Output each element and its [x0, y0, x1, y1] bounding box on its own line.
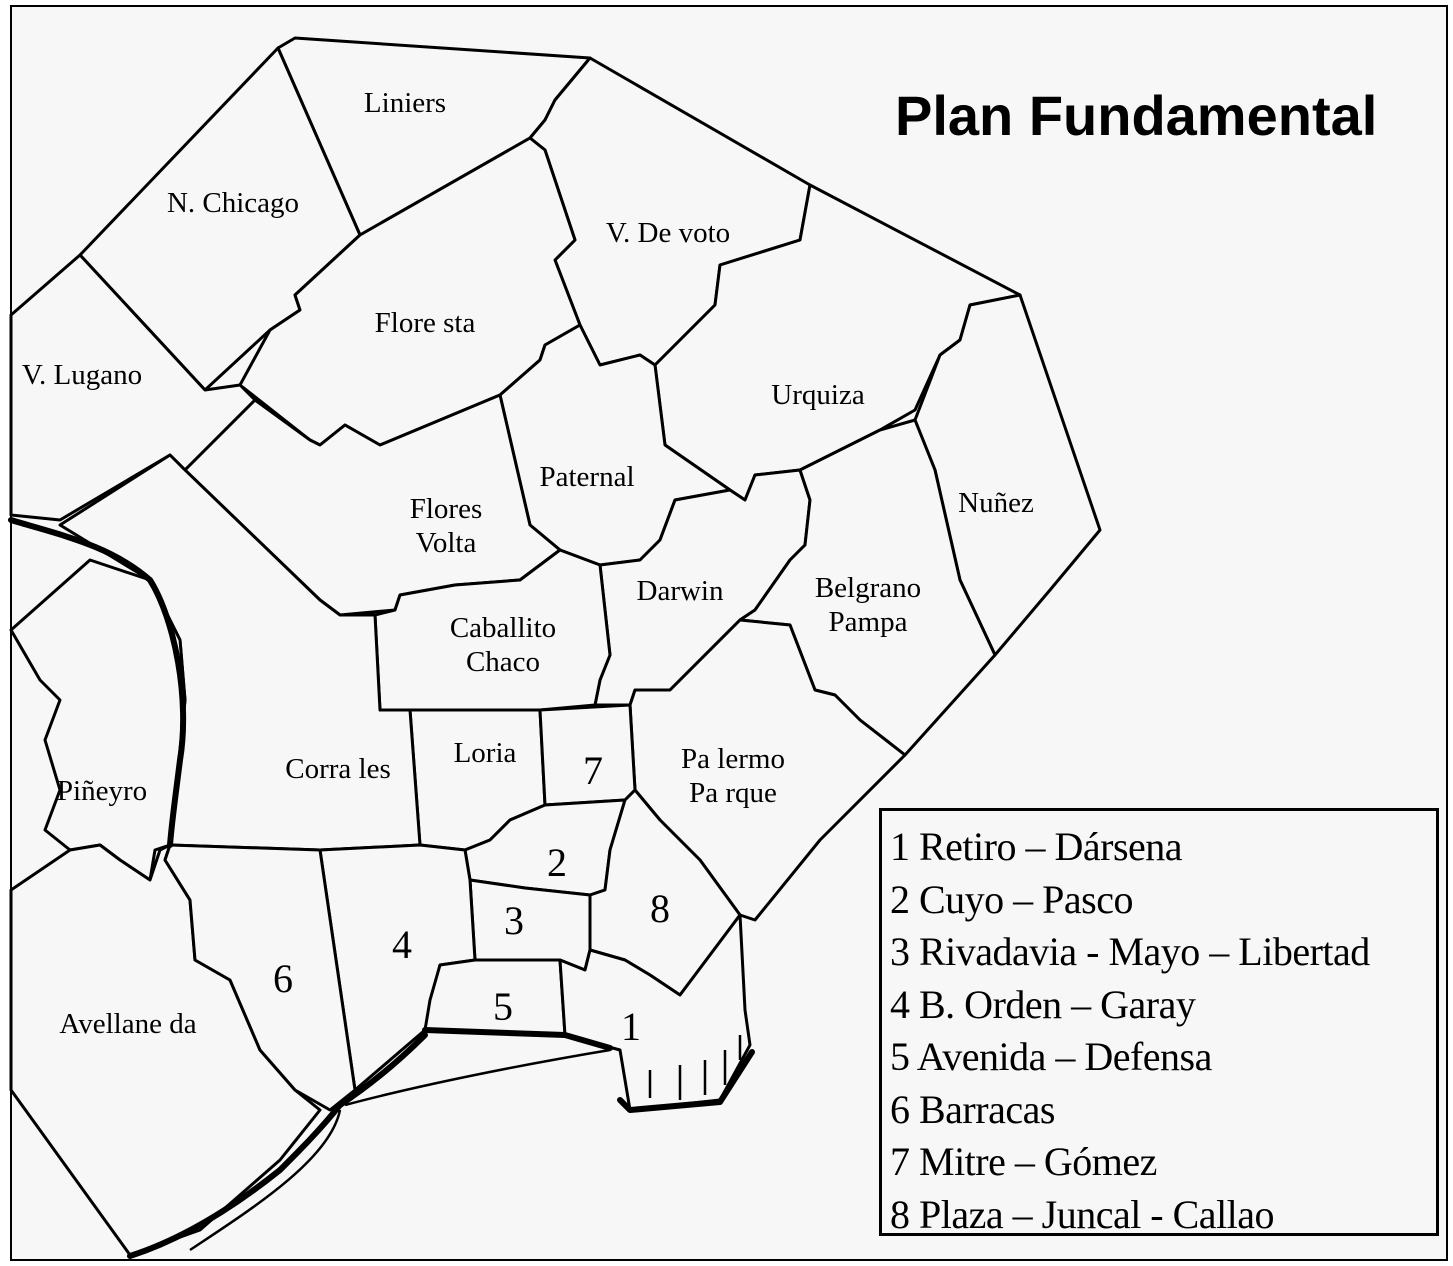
label-urquiza: Urquiza — [771, 379, 865, 411]
legend-item: 1 Retiro – Dársena — [890, 824, 1183, 869]
sector-numbers: 7 2 3 8 4 6 5 1 — [273, 748, 670, 1049]
legend-box: 1 Retiro – Dársena 2 Cuyo – Pasco 3 Riva… — [879, 808, 1439, 1237]
map-title: Plan Fundamental — [895, 84, 1378, 147]
sector-number-6: 6 — [273, 956, 293, 1001]
sector-number-3: 3 — [504, 898, 524, 943]
label-line: Pa lermo — [681, 743, 785, 775]
district-labels: Liniers N. Chicago V. De voto Flore sta … — [22, 87, 1034, 1040]
sector-3 — [468, 878, 592, 972]
label-line: Pa rque — [689, 777, 777, 809]
label-loria: Loria — [454, 737, 517, 769]
legend-item: 8 Plaza – Juncal - Callao — [890, 1191, 1275, 1237]
legend-item: 6 Barracas — [890, 1086, 1055, 1132]
sector-number-2: 2 — [547, 840, 567, 885]
label-nunez: Nuñez — [958, 487, 1034, 519]
label-v-lugano: V. Lugano — [22, 359, 142, 391]
label-v-devoto: V. De voto — [606, 217, 730, 249]
legend-item: 2 Cuyo – Pasco — [890, 876, 1134, 922]
label-line: Pampa — [829, 606, 908, 638]
sector-number-1: 1 — [621, 1004, 641, 1049]
sector-number-8: 8 — [650, 886, 670, 931]
label-avellaneda: Avellane da — [59, 1008, 196, 1040]
label-darwin: Darwin — [637, 575, 724, 607]
label-corrales: Corra les — [285, 753, 391, 785]
sector-number-4: 4 — [392, 922, 412, 967]
label-liniers: Liniers — [364, 87, 446, 119]
legend-item: 3 Rivadavia - Mayo – Libertad — [890, 929, 1370, 974]
sector-number-7: 7 — [583, 748, 603, 793]
riverbank-lines — [8, 517, 755, 1259]
district-boundaries — [9, 36, 1102, 1257]
label-line: Flores — [410, 493, 483, 525]
label-line: Caballito — [450, 612, 556, 644]
label-paternal: Paternal — [539, 461, 634, 493]
label-line: Volta — [416, 527, 477, 559]
legend-item: 7 Mitre – Gómez — [890, 1139, 1157, 1184]
sector-1 — [558, 913, 752, 1112]
sector-number-5: 5 — [493, 984, 513, 1029]
label-line: Chaco — [466, 646, 540, 678]
label-n-chicago: N. Chicago — [167, 187, 299, 219]
label-line: Belgrano — [815, 572, 921, 604]
label-floresta: Flore sta — [375, 307, 476, 339]
legend-item: 4 B. Orden – Garay — [890, 981, 1196, 1027]
sector-6 — [163, 843, 357, 1112]
legend-item: 5 Avenida – Defensa — [890, 1034, 1212, 1079]
label-pineyro: Piñeyro — [57, 775, 147, 807]
